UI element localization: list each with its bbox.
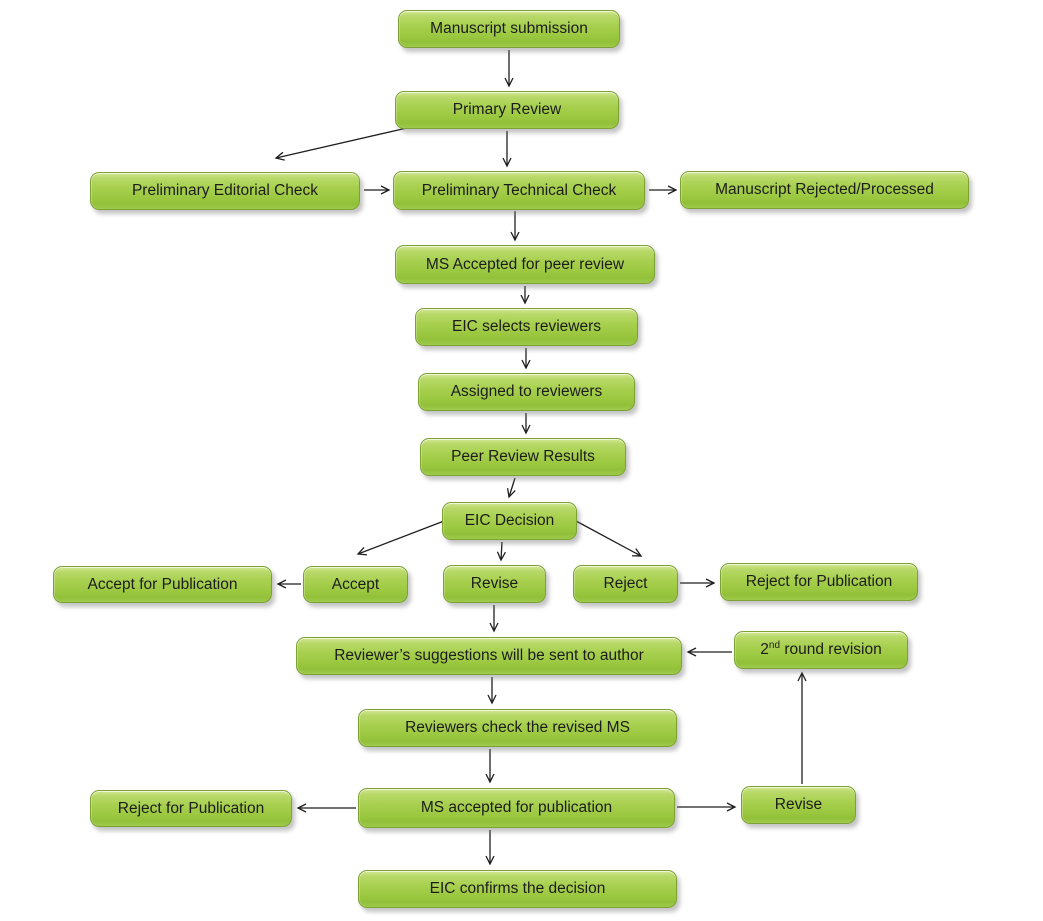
node-reviewers-check-revised-ms: Reviewers check the revised MS — [358, 709, 677, 747]
node-revise-bottom: Revise — [741, 786, 856, 824]
node-accept: Accept — [303, 566, 408, 603]
node-eic-decision: EIC Decision — [442, 502, 577, 540]
edge-eicdecision-reject — [575, 520, 643, 557]
node-reject: Reject — [573, 565, 678, 603]
node-manuscript-submission: Manuscript submission — [398, 10, 620, 48]
node-second-round-revision: 2nd round revision — [734, 631, 908, 669]
node-assigned-to-reviewers: Assigned to reviewers — [418, 373, 635, 411]
node-peer-review-results: Peer Review Results — [420, 438, 626, 476]
node-preliminary-editorial-check: Preliminary Editorial Check — [90, 172, 360, 210]
node-eic-confirms-decision: EIC confirms the decision — [358, 870, 677, 908]
edge-eicdecision-revise — [496, 541, 507, 562]
node-primary-review: Primary Review — [395, 91, 619, 129]
node-eic-selects-reviewers: EIC selects reviewers — [415, 308, 638, 346]
node-reviewers-suggestions: Reviewer’s suggestions will be sent to a… — [296, 637, 682, 675]
second-round-revision-label: 2nd round revision — [760, 640, 882, 659]
edge-peerresults-eicdecision — [506, 477, 516, 499]
node-reject-for-publication-bottom: Reject for Publication — [90, 790, 292, 827]
node-ms-accepted-for-peer-review: MS Accepted for peer review — [395, 245, 655, 284]
node-manuscript-rejected-processed: Manuscript Rejected/Processed — [680, 171, 969, 209]
node-ms-accepted-for-publication: MS accepted for publication — [358, 788, 675, 828]
node-preliminary-technical-check: Preliminary Technical Check — [393, 171, 645, 210]
edge-eicdecision-accept — [356, 520, 445, 556]
node-accept-for-publication: Accept for Publication — [53, 566, 272, 603]
node-reject-for-publication: Reject for Publication — [720, 563, 918, 601]
node-revise: Revise — [443, 565, 546, 603]
